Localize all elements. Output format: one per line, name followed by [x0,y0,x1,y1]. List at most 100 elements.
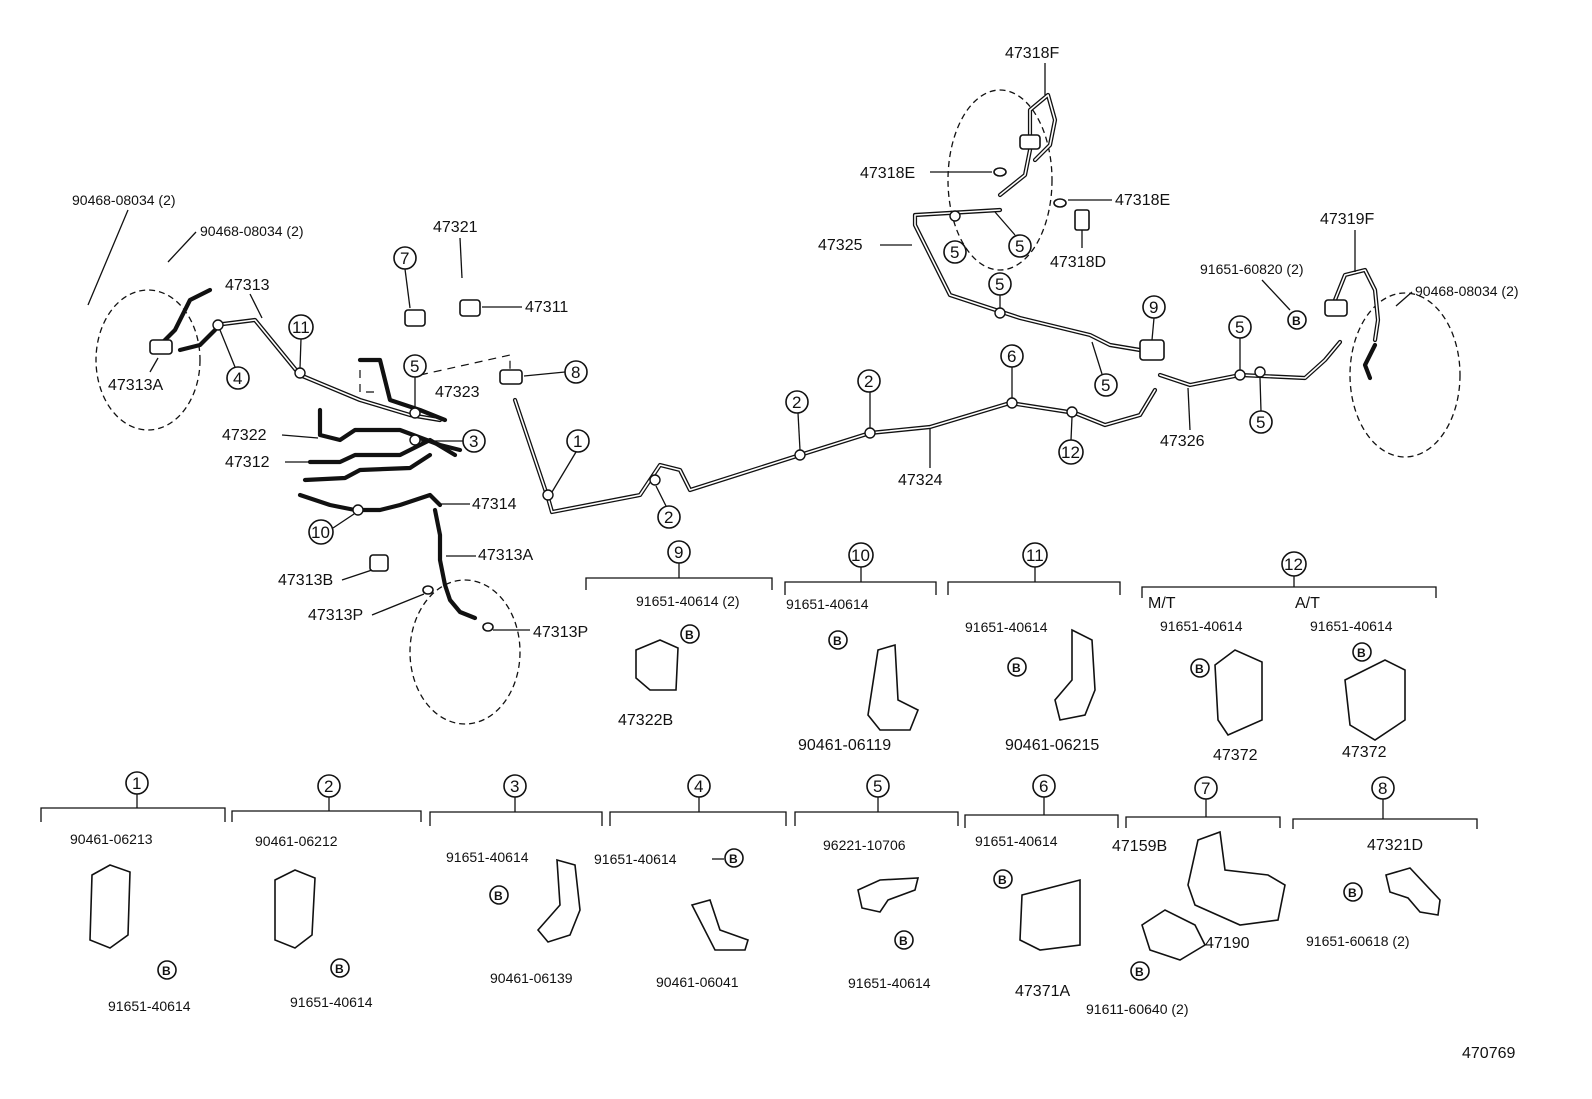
group-3-part: 90461-06139 [490,970,573,986]
group-8-number: 8 [1378,779,1387,798]
subgroup-1: 1 90461-06213 B 91651-40614 [40,771,226,1014]
callout-3: 3 [469,432,478,451]
subgroup-7: 7 47159B 47190 B 91611-60640 (2) [1086,776,1286,1017]
svg-text:B: B [833,634,842,648]
callout-10: 10 [311,523,330,542]
label-47323: 47323 [435,384,480,401]
subgroup-8: 8 47321D B 91651-60618 (2) [1292,776,1478,949]
callout-5g: 5 [1256,413,1265,432]
group-6-number: 6 [1039,777,1048,796]
callout-5b: 5 [950,243,959,262]
group-5-part: 96221-10706 [823,837,906,853]
group-12-at: A/T [1295,595,1320,612]
label-47311: 47311 [525,299,568,316]
svg-text:B: B [494,889,503,903]
main-assembly [95,89,1461,725]
label-bolt-left-2: 90468-08034 (2) [200,223,304,239]
svg-text:B: B [1348,886,1357,900]
group-2-part: 90461-06212 [255,833,338,849]
label-47313P-a: 47313P [308,607,363,624]
svg-text:B: B [1012,661,1021,675]
svg-text:B: B [1292,314,1301,328]
label-bolt-right-2: 91651-60820 (2) [1200,261,1304,277]
group-9-part: 47322B [618,712,673,729]
group-12-part-at: 47372 [1342,744,1387,761]
group-9-bolt: 91651-40614 (2) [636,593,740,609]
subgroup-10: 10 91651-40614 B 90461-06119 [784,542,937,754]
group-12-mt: M/T [1148,595,1176,612]
group-1-bolt: 91651-40614 [108,998,191,1014]
label-47326: 47326 [1160,433,1205,450]
callout-2a: 2 [792,393,801,412]
subgroup-9: 9 91651-40614 (2) B 47322B [585,540,773,729]
group-5-bolt: 91651-40614 [848,975,931,991]
svg-text:B: B [162,964,171,978]
label-bolt-left-1: 90468-08034 (2) [72,192,176,208]
group-9-number: 9 [674,543,683,562]
subgroup-3: 3 91651-40614 B 90461-06139 [429,774,603,986]
label-47313A-right: 47313A [478,547,533,564]
group-6-bolt: 91651-40614 [975,833,1058,849]
label-47313A-left: 47313A [108,377,163,394]
subgroup-12: 12 M/T A/T 91651-40614 91651-40614 B B 4… [1141,551,1437,764]
callout-6: 6 [1007,347,1016,366]
front-right-drum [409,579,521,725]
group-10-bolt: 91651-40614 [786,596,869,612]
label-47318E-a: 47318E [860,165,915,182]
label-47319F: 47319F [1320,211,1374,228]
group-4-part: 90461-06041 [656,974,739,990]
group-7-bolt: 91611-60640 (2) [1086,1001,1188,1017]
group-1-part: 90461-06213 [70,831,153,847]
group-12-part-mt: 47372 [1213,747,1258,764]
group-7-part: 47159B [1112,838,1167,855]
group-10-number: 10 [851,546,870,565]
group-12-number: 12 [1284,555,1303,574]
callout-2c: 2 [664,508,673,527]
label-47318D: 47318D [1050,254,1106,271]
callout-7: 7 [400,249,409,268]
label-47312: 47312 [225,454,270,471]
callout-8: 8 [571,363,580,382]
label-47322: 47322 [222,427,267,444]
group-12-bolt-at: 91651-40614 [1310,618,1393,634]
group-7-part2: 47190 [1205,935,1250,952]
subgroup-11: 11 91651-40614 B 90461-06215 [947,542,1121,754]
figure-id: 470769 [1462,1045,1515,1062]
group-2-bolt: 91651-40614 [290,994,373,1010]
subgroup-4: 4 91651-40614 B 90461-06041 [594,774,787,990]
subgroup-2: 2 90461-06212 B 91651-40614 [231,774,422,1010]
label-47325: 47325 [818,237,863,254]
group-12-bolt-mt: 91651-40614 [1160,618,1243,634]
callout-5f: 5 [1235,318,1244,337]
svg-text:B: B [729,852,738,866]
group-4-number: 4 [694,777,703,796]
main-callouts: 1 2 2 2 3 4 5 5 5 5 5 5 5 6 7 8 9 10 [219,211,1273,545]
front-left-drum [95,289,201,431]
group-5-number: 5 [873,777,882,796]
label-47314: 47314 [472,496,517,513]
subgroup-6: 6 91651-40614 B 47371A [964,774,1119,1000]
label-47321: 47321 [433,219,478,236]
label-bolt-right: 90468-08034 (2) [1415,283,1519,299]
group-11-part: 90461-06215 [1005,737,1099,754]
group-3-bolt: 91651-40614 [446,849,529,865]
svg-text:B: B [1195,662,1204,676]
group-10-part: 90461-06119 [798,737,891,754]
svg-text:B: B [1135,965,1144,979]
svg-text:B: B [685,628,694,642]
svg-text:B: B [899,934,908,948]
group-6-part: 47371A [1015,983,1070,1000]
callout-9: 9 [1149,298,1158,317]
svg-text:B: B [998,873,1007,887]
rear-drum-right [1349,292,1461,458]
group-2-number: 2 [324,777,333,796]
callout-12: 12 [1061,443,1080,462]
rear-drum-top [947,89,1053,271]
group-4-bolt: 91651-40614 [594,851,677,867]
callout-5a: 5 [410,357,419,376]
callout-4: 4 [233,369,242,388]
group-11-bolt: 91651-40614 [965,619,1048,635]
label-47313B: 47313B [278,572,333,589]
callout-2b: 2 [864,372,873,391]
